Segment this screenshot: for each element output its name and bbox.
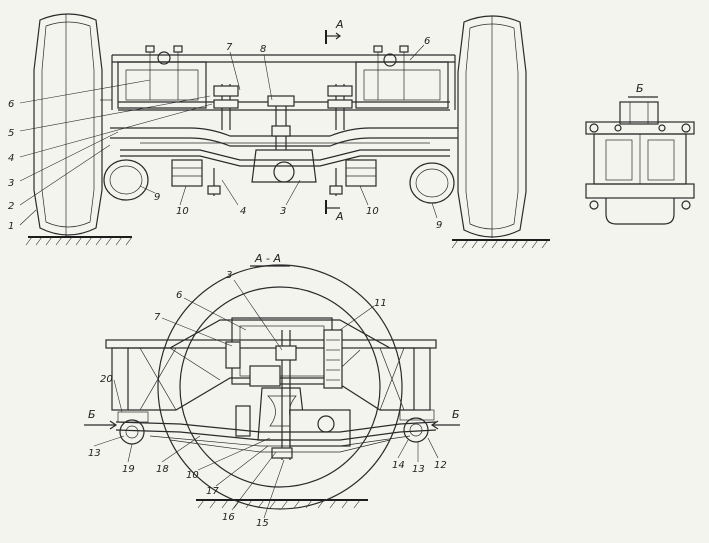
end-wheels (117, 409, 435, 445)
side-view-b: Б (585, 82, 695, 225)
ground-left (25, 236, 133, 246)
callout-b13b: 13 (412, 464, 425, 475)
callout-b18: 18 (156, 464, 169, 475)
front-view: А А 6 5 4 3 2 1 7 8 6 (8, 13, 550, 249)
callout-9: 9 (154, 192, 160, 203)
callout-4: 4 (8, 153, 14, 164)
marker-a-top: А (335, 18, 344, 31)
right-bracket (355, 45, 449, 109)
section-b-arrows: Б Б (84, 408, 460, 430)
right-tire (457, 15, 527, 238)
callout-10b: 10 (366, 206, 379, 217)
callout-1: 1 (8, 221, 14, 232)
leaders-bottom (93, 279, 439, 519)
callout-b6: 6 (176, 290, 182, 301)
callout-b15: 15 (256, 518, 269, 529)
callout-b11: 11 (374, 298, 387, 309)
callout-b17: 17 (206, 486, 219, 497)
callout-2: 2 (8, 201, 14, 212)
callout-b10: 10 (186, 470, 199, 481)
rollers (103, 159, 455, 204)
callout-b3: 3 (226, 270, 232, 281)
marker-b-left: Б (88, 408, 96, 421)
studs (207, 84, 353, 196)
side-view-title: Б (636, 82, 644, 95)
marker-b-right: Б (452, 408, 460, 421)
left-tire (33, 13, 112, 236)
callout-7: 7 (226, 42, 233, 53)
section-title: А - А (254, 252, 281, 265)
callout-b12: 12 (434, 460, 447, 471)
section-a-markers: А А (325, 18, 344, 223)
callout-b7: 7 (154, 312, 161, 323)
callout-3b: 3 (280, 206, 286, 217)
callout-6b: 6 (424, 36, 430, 47)
callout-b19: 19 (122, 464, 135, 475)
rubber-blocks (171, 159, 377, 187)
callout-6: 6 (8, 99, 14, 110)
callout-8: 8 (260, 44, 266, 55)
leaders-top (19, 44, 438, 226)
callout-5: 5 (8, 128, 14, 139)
left-bracket (117, 45, 207, 109)
ground-right (451, 239, 550, 249)
section-a-a: А - А (84, 252, 460, 529)
marker-a-bottom: А (335, 210, 344, 223)
callout-9b: 9 (436, 220, 442, 231)
callout-b14: 14 (392, 460, 405, 471)
callout-b13: 13 (88, 448, 101, 459)
callout-10: 10 (176, 206, 189, 217)
callout-b20: 20 (100, 374, 113, 385)
callout-4b: 4 (240, 206, 246, 217)
differential (251, 95, 317, 183)
callout-b16: 16 (222, 512, 235, 523)
callout-3: 3 (8, 178, 14, 189)
